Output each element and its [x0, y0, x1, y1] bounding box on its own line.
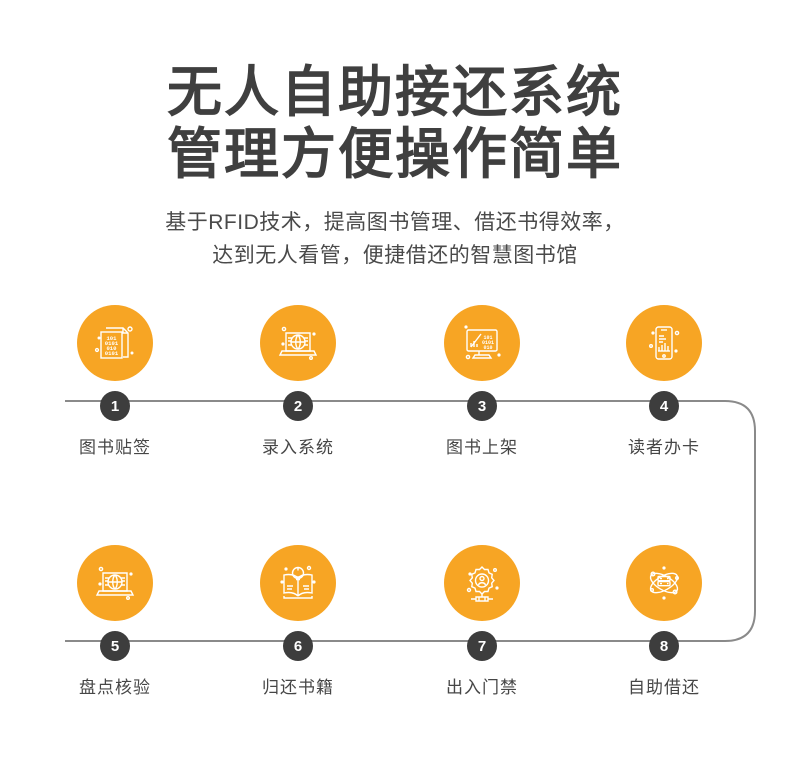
monitor-chart-icon: 101 0101 010: [444, 305, 520, 381]
step-badge-8: 8: [649, 631, 679, 661]
step-badge-2: 2: [283, 391, 313, 421]
svg-text:101: 101: [483, 335, 492, 341]
svg-text:010: 010: [106, 345, 117, 352]
flow-step-4[interactable]: 4 读者办卡: [589, 305, 739, 457]
step-badge-7: 7: [467, 631, 497, 661]
step-badge-4: 4: [649, 391, 679, 421]
documents-binary-icon: 101 0101 010 0101: [77, 305, 153, 381]
flow-step-3[interactable]: 101 0101 010 3 图书上架: [407, 305, 557, 457]
laptop-globe-icon: [77, 545, 153, 621]
step-badge-5: 5: [100, 631, 130, 661]
step-label-1: 图书贴签: [79, 438, 151, 457]
step-badge-3: 3: [467, 391, 497, 421]
svg-text:101: 101: [106, 335, 117, 342]
step-badge-6: 6: [283, 631, 313, 661]
page-title-line-2: 管理方便操作简单: [166, 122, 623, 185]
svg-text:0101: 0101: [105, 350, 119, 357]
step-label-4: 读者办卡: [628, 438, 700, 457]
svg-text:010: 010: [483, 345, 492, 351]
header: 无人自助接还系统 管理方便操作简单 基于RFID技术，提高图书管理、借还书得效率…: [0, 0, 790, 272]
laptop-globe-icon: [260, 305, 336, 381]
flow-step-6[interactable]: 6 归还书籍: [223, 545, 373, 697]
svg-text:0101: 0101: [105, 340, 119, 347]
step-label-3: 图书上架: [446, 438, 518, 457]
flow-step-5[interactable]: 5 盘点核验: [40, 545, 190, 697]
flow-step-7[interactable]: 7 出入门禁: [407, 545, 557, 697]
phone-chart-icon: [626, 305, 702, 381]
atom-server-icon: [626, 545, 702, 621]
gear-person-icon: [444, 545, 520, 621]
svg-text:0101: 0101: [482, 340, 494, 346]
subtitle-line-2: 达到无人看管，便捷借还的智慧图书馆: [212, 243, 578, 267]
book-bulb-icon: [260, 545, 336, 621]
step-label-8: 自助借还: [628, 678, 700, 697]
step-badge-1: 1: [100, 391, 130, 421]
flow-step-8[interactable]: 8 自助借还: [589, 545, 739, 697]
page-title-line-1: 无人自助接还系统: [166, 61, 623, 123]
step-label-6: 归还书籍: [262, 678, 334, 697]
flow-step-1[interactable]: 101 0101 010 0101 1 图书贴签: [40, 305, 190, 457]
step-label-7: 出入门禁: [446, 678, 518, 697]
subtitle: 基于RFID技术，提高图书管理、借还书得效率， 达到无人看管，便捷借还的智慧图书…: [0, 207, 790, 272]
subtitle-line-1: 基于RFID技术，提高图书管理、借还书得效率，: [165, 211, 625, 235]
flow-step-2[interactable]: 2 录入系统: [223, 305, 373, 457]
step-label-2: 录入系统: [262, 438, 334, 457]
step-label-5: 盘点核验: [79, 678, 151, 697]
